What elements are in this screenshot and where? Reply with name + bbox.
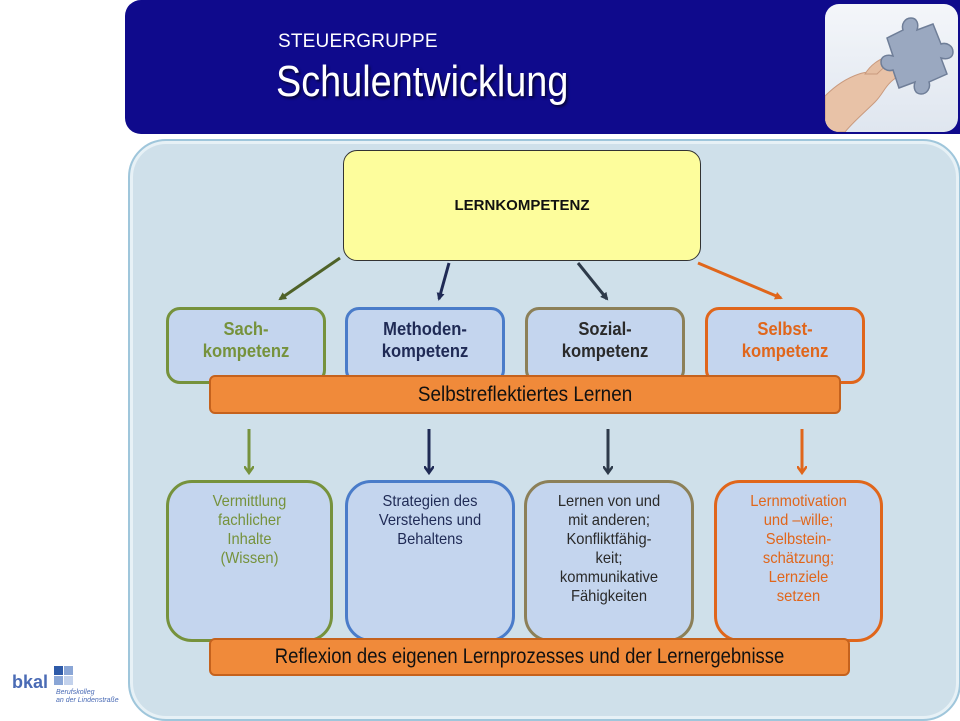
methoden-description: Strategien des Verstehens und Behaltens xyxy=(378,493,482,548)
sach-description-box: Vermittlung fachlicher Inhalte (Wissen) xyxy=(166,480,333,642)
selbst-description: Lernmotivation und –wille; Selbstein- sc… xyxy=(750,493,847,605)
header-subtitle: STEUERGRUPPE xyxy=(278,31,438,52)
sachkompetenz-label: Sach- kompetenz xyxy=(202,319,290,361)
sozial-description-box: Lernen von und mit anderen; Konfliktfähi… xyxy=(524,480,694,642)
puzzle-hand-image xyxy=(825,4,958,132)
sach-description: Vermittlung fachlicher Inhalte (Wissen) xyxy=(212,493,287,567)
puzzle-piece-icon xyxy=(880,17,954,95)
arrow-to-sach xyxy=(278,256,341,301)
header-bar xyxy=(125,0,960,134)
banner-selbstreflektiertes-lernen: Selbstreflektiertes Lernen xyxy=(209,375,841,414)
sozialkompetenz-box: Sozial- kompetenz xyxy=(525,307,685,384)
lernkompetenz-box: LERNKOMPETENZ xyxy=(343,150,701,261)
logo-name: bkal xyxy=(12,672,49,692)
selbstkompetenz-label: Selbst- kompetenz xyxy=(741,319,829,361)
logo-line1: Berufskolleg xyxy=(56,689,95,696)
selbst-description-box: Lernmotivation und –wille; Selbstein- sc… xyxy=(714,480,883,642)
sozialkompetenz-label: Sozial- kompetenz xyxy=(561,319,649,361)
banner-bottom-text: Reflexion des eigenen Lernprozesses und … xyxy=(274,645,785,668)
logo-subtitle: Berufskolleg an der Lindenstraße xyxy=(56,689,119,705)
bkal-logo xyxy=(54,666,73,685)
sozial-description: Lernen von und mit anderen; Konfliktfähi… xyxy=(557,493,661,605)
methodenkompetenz-box: Methoden- kompetenz xyxy=(345,307,505,384)
selbstkompetenz-box: Selbst- kompetenz xyxy=(705,307,865,384)
sachkompetenz-box: Sach- kompetenz xyxy=(166,307,326,384)
banner-reflexion: Reflexion des eigenen Lernprozesses und … xyxy=(209,638,850,676)
arrow-to-methoden xyxy=(436,262,451,301)
arrow-to-sozial xyxy=(576,262,609,301)
banner-middle-text: Selbstreflektiertes Lernen xyxy=(417,383,633,406)
methodenkompetenz-label: Methoden- kompetenz xyxy=(381,319,469,361)
arrow-to-selbst xyxy=(697,261,783,300)
logo-line2: an der Lindenstraße xyxy=(56,697,119,704)
methoden-description-box: Strategien des Verstehens und Behaltens xyxy=(345,480,515,642)
page-title: Schulentwicklung xyxy=(276,57,569,106)
